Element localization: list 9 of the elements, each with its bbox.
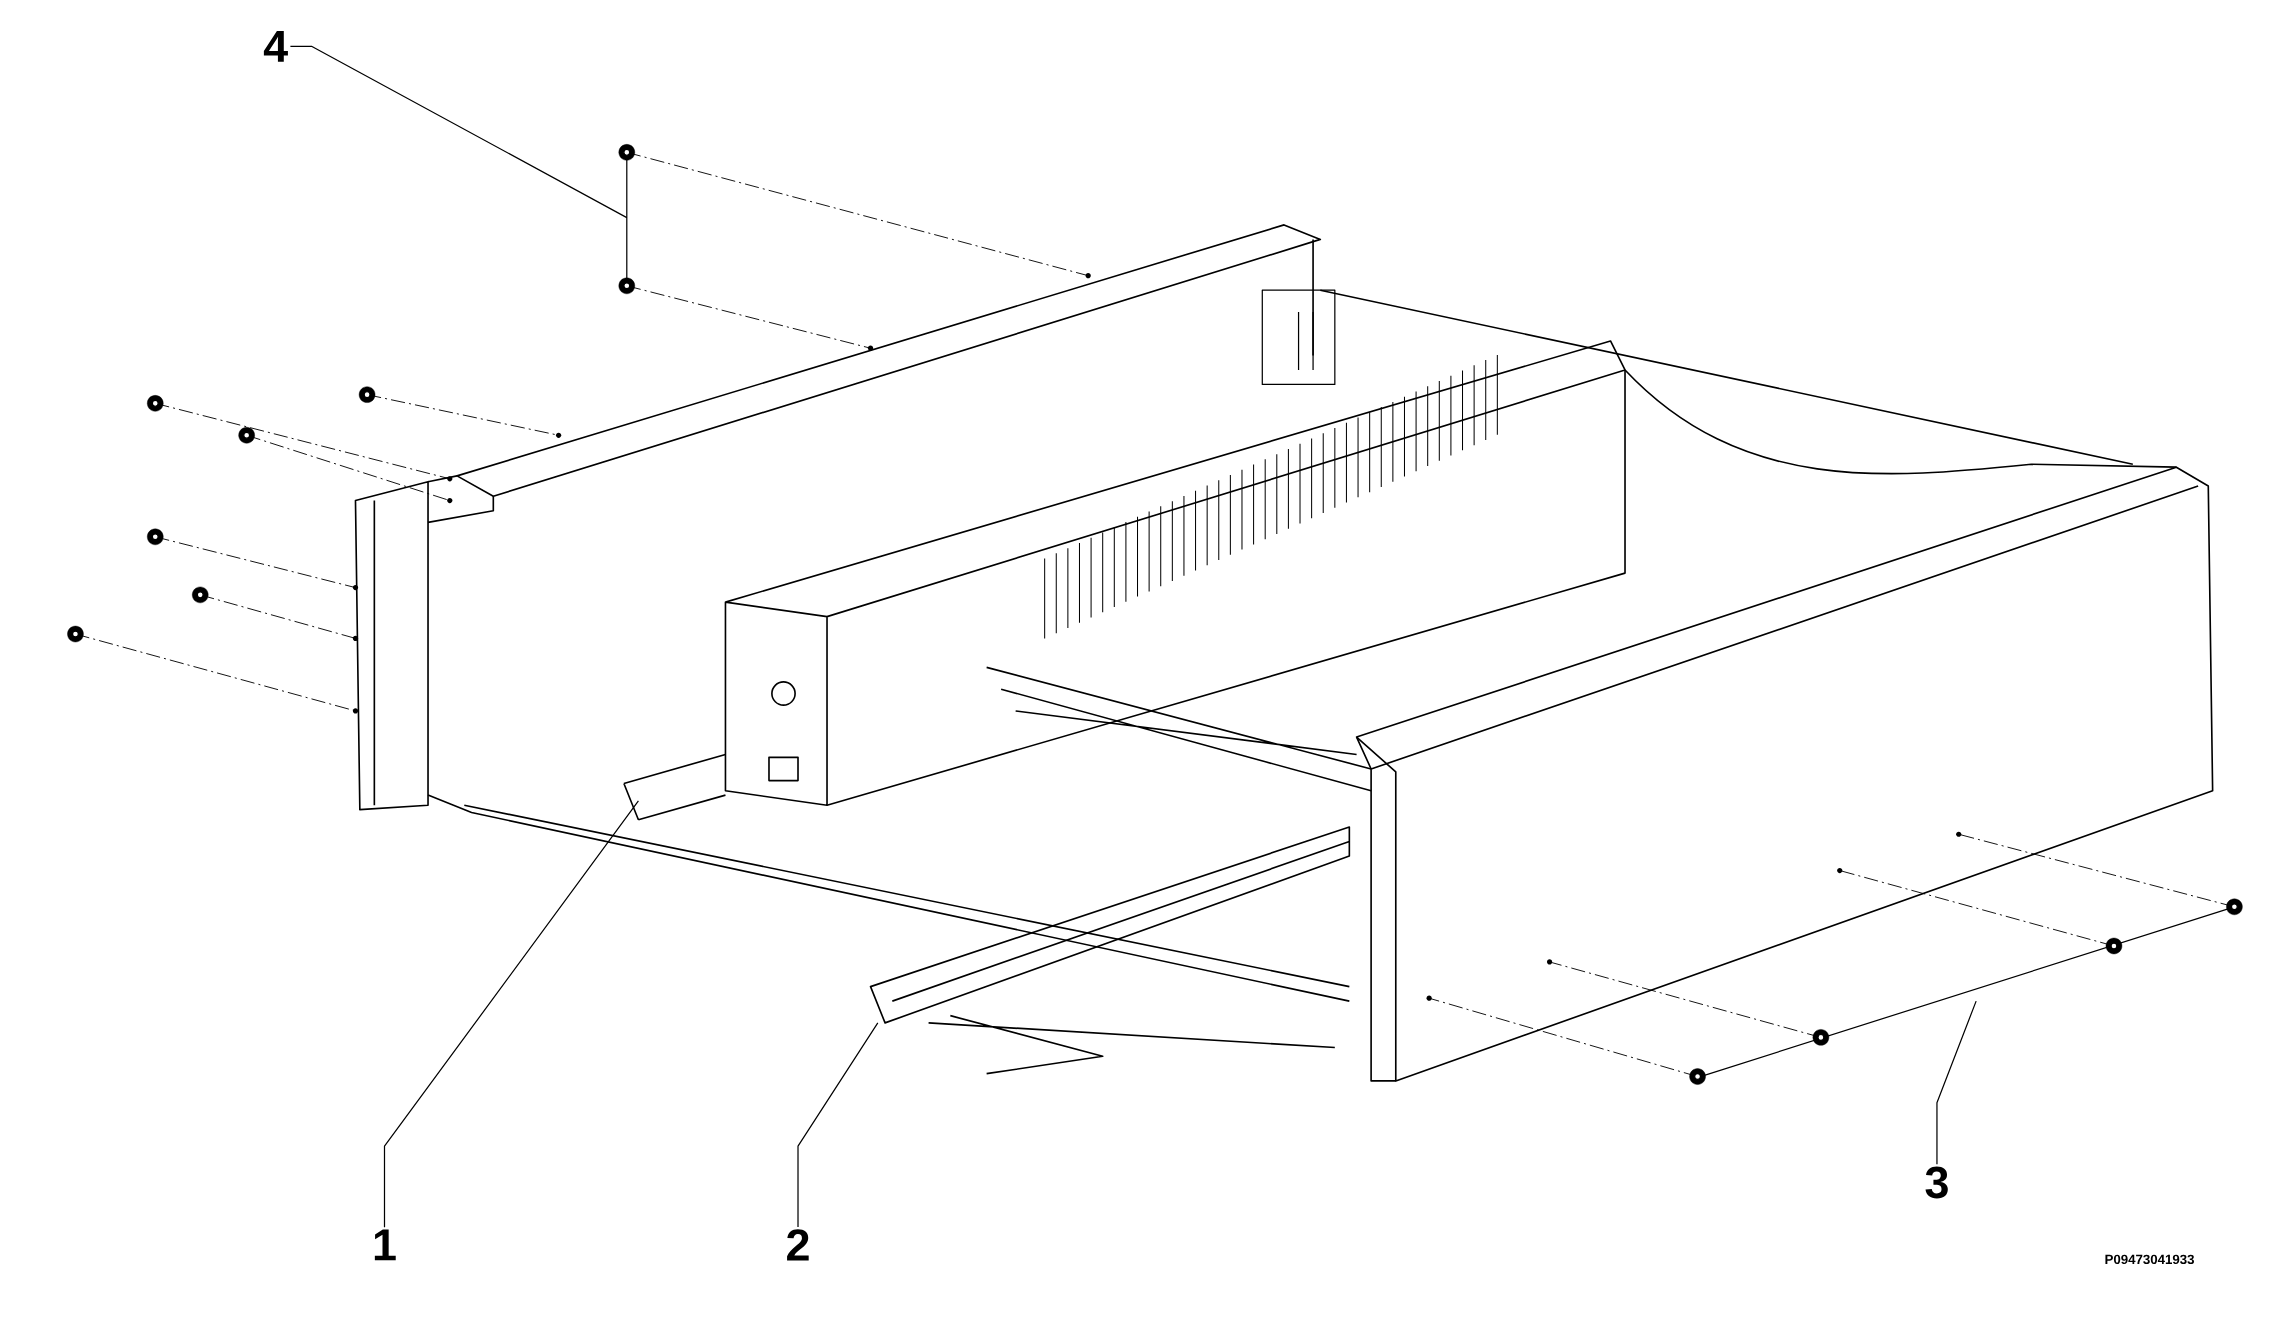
leader-line <box>289 45 628 219</box>
callout-number: 3 <box>1925 1166 1948 1199</box>
leader-line <box>1936 1000 1977 1165</box>
callout-number: 4 <box>263 30 288 62</box>
drawing-number: P09473041933 <box>2105 1254 2194 1264</box>
callout-number: 1 <box>374 1229 396 1261</box>
leader-line <box>383 800 639 1228</box>
callout-number: 2 <box>787 1229 809 1261</box>
leader-line <box>797 1022 879 1228</box>
